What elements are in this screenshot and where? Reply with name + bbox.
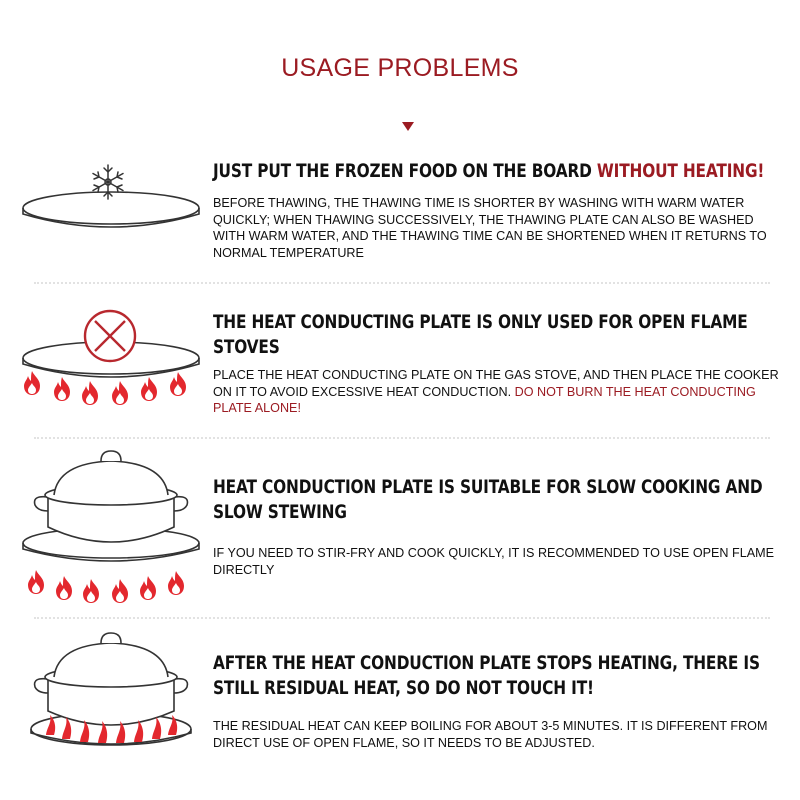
divider [34,617,770,619]
section-heading: THE HEAT CONDUCTING PLATE IS ONLY USED F… [213,312,748,358]
section-heading: JUST PUT THE FROZEN FOOD ON THE BOARD WI… [213,161,765,182]
section-heading: AFTER THE HEAT CONDUCTION PLATE STOPS HE… [213,653,760,699]
page-title: USAGE PROBLEMS [281,54,519,82]
divider [34,437,770,439]
section-heading: HEAT CONDUCTION PLATE IS SUITABLE FOR SL… [213,477,763,523]
section-description: IF YOU NEED TO STIR-FRY AND COOK QUICKLY… [213,546,775,577]
section-description: PLACE THE HEAT CONDUCTING PLATE ON THE G… [213,368,779,415]
pot-residual-heat-icon [30,632,192,746]
snowflake-plate-icon [22,164,200,228]
divider [34,282,770,284]
pot-on-plate-flames-icon [22,450,200,603]
down-arrow-icon [402,122,414,131]
section-description: BEFORE THAWING, THE THAWING TIME IS SHOR… [213,196,767,260]
section-description: THE RESIDUAL HEAT CAN KEEP BOILING FOR A… [213,719,768,750]
crossed-plate-flames-icon [22,309,200,405]
